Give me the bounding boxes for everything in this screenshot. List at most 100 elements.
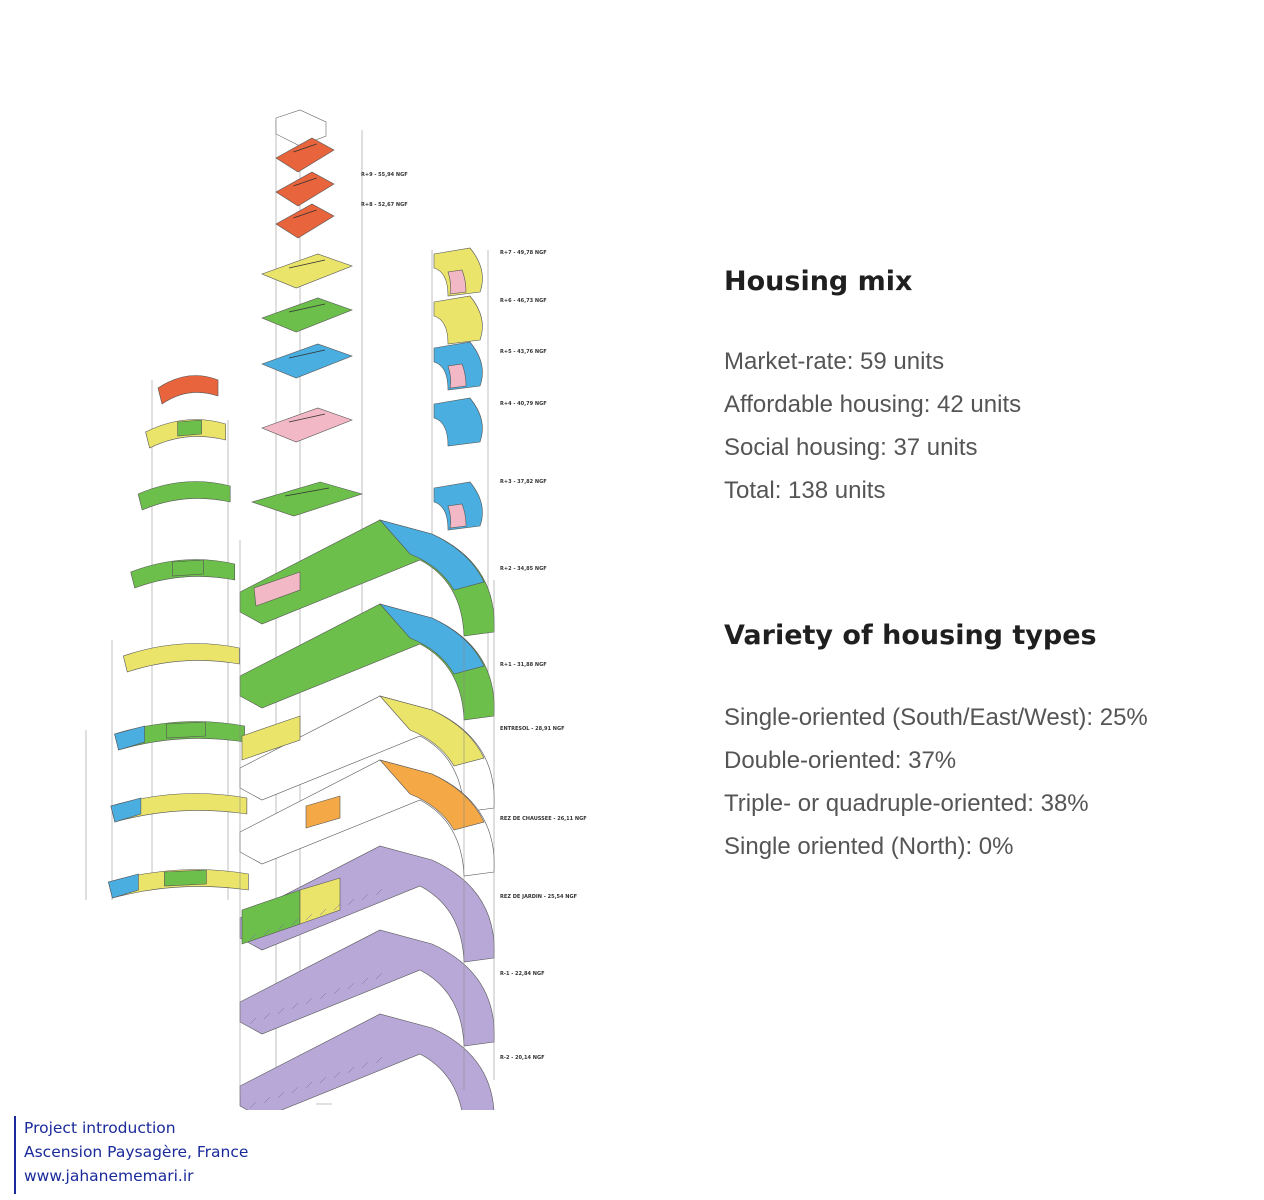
floor-entresol-unit xyxy=(241,715,301,761)
parking-stall-line xyxy=(361,977,369,985)
housing-mix-item: Total: 138 units xyxy=(724,477,886,504)
parking-stall-line xyxy=(361,893,369,901)
housing-types-item: Single oriented (North): 0% xyxy=(724,833,1014,860)
left-tower-slab xyxy=(110,793,248,823)
tower-floor-slab xyxy=(275,171,335,207)
level-label: R+9 - 55,94 NGF xyxy=(361,172,408,178)
tower-floor-slab xyxy=(261,297,353,333)
level-label: R+8 - 52,67 NGF xyxy=(361,202,408,208)
level-label: R+6 - 46,73 NGF xyxy=(500,298,547,304)
left-tower-slab xyxy=(122,643,240,673)
parking-stall-line xyxy=(333,1071,341,1079)
right-tower-unit xyxy=(447,363,467,389)
floor-partition xyxy=(284,487,330,497)
floor-partition xyxy=(293,209,317,219)
parking-stall-line xyxy=(347,982,355,990)
housing-mix-item: Social housing: 37 units xyxy=(724,434,978,461)
level-label: REZ DE CHAUSSEE - 26,11 NGF xyxy=(500,816,587,822)
right-tower-slab xyxy=(433,295,483,345)
left-tower-unit xyxy=(164,869,207,887)
floor-partition xyxy=(288,303,326,313)
floor-partition xyxy=(288,259,326,269)
level-label: R+5 - 43,76 NGF xyxy=(500,349,547,355)
housing-mix-item: Affordable housing: 42 units xyxy=(724,391,1022,418)
level-label: R+3 - 37,82 NGF xyxy=(500,479,547,485)
floor-entresol xyxy=(379,695,485,767)
housing-types-heading: Variety of housing types xyxy=(724,620,1097,651)
parking-stall-line xyxy=(263,1096,271,1104)
parking-stall-line xyxy=(291,1086,299,1094)
level-label: R+2 - 34,85 NGF xyxy=(500,566,547,572)
tower-floor-slab xyxy=(261,253,353,289)
parking-stall-line xyxy=(375,888,383,896)
right-tower-unit xyxy=(447,269,467,295)
floor-partition xyxy=(288,413,326,423)
tower-floor-slab xyxy=(250,481,364,517)
parking-stall-line xyxy=(277,1007,285,1015)
right-tower-unit xyxy=(447,503,467,529)
tower-floor-slab xyxy=(275,203,335,239)
parking-stall-line xyxy=(347,1066,355,1074)
parking-stall-line xyxy=(249,1017,257,1025)
tower-floor-slab xyxy=(275,137,335,173)
tower-roof xyxy=(275,109,327,147)
tower-floor-slab xyxy=(261,343,353,379)
parking-stall-line xyxy=(375,1056,383,1064)
left-tower-slab xyxy=(157,375,219,405)
parking-stall-line xyxy=(319,908,327,916)
parking-stall-line xyxy=(277,1091,285,1099)
tower-floor-slab xyxy=(261,407,353,443)
housing-types-item: Double-oriented: 37% xyxy=(724,747,957,774)
floor-r-2 xyxy=(239,1013,495,1110)
credit-title: Project introduction xyxy=(24,1119,176,1137)
level-label: R+1 - 31,88 NGF xyxy=(500,662,547,668)
housing-types-item: Single-oriented (South/East/West): 25% xyxy=(724,704,1148,731)
left-tower-unit xyxy=(166,721,206,739)
parking-stall-line xyxy=(333,903,341,911)
floor-partition xyxy=(293,143,317,153)
left-tower-unit xyxy=(177,419,202,437)
parking-stall-line xyxy=(291,1002,299,1010)
parking-stall-line xyxy=(333,987,341,995)
left-tower-unit xyxy=(172,559,204,577)
housing-mix-heading: Housing mix xyxy=(724,266,913,297)
left-tower-unit xyxy=(114,725,145,751)
exploded-axonometric-diagram: R+9 - 55,94 NGF R+8 - 52,67 NGF R+7 - 49,7… xyxy=(85,109,587,1110)
parking-stall-line xyxy=(263,1012,271,1020)
left-tower-unit xyxy=(108,873,139,899)
parking-stall-line xyxy=(347,898,355,906)
parking-stall-line xyxy=(249,1101,257,1109)
parking-stall-line xyxy=(249,933,257,941)
floor-partition xyxy=(293,177,317,187)
parking-stall-line xyxy=(305,913,313,921)
parking-stall-line xyxy=(291,918,299,926)
floor-r1 xyxy=(379,603,485,675)
level-label: R+4 - 40,79 NGF xyxy=(500,401,547,407)
parking-stall-line xyxy=(305,1081,313,1089)
parking-stall-line xyxy=(375,972,383,980)
left-tower-slab xyxy=(137,481,231,511)
credit-block: Project introduction Ascension Paysagère… xyxy=(14,1116,248,1194)
parking-stall-line xyxy=(319,992,327,1000)
level-label: ENTRESOL - 28,91 NGF xyxy=(500,726,565,732)
parking-stall-line xyxy=(361,1061,369,1069)
housing-types-item: Triple- or quadruple-oriented: 38% xyxy=(724,790,1089,817)
floor-partition xyxy=(288,349,326,359)
housing-mix-item: Market-rate: 59 units xyxy=(724,348,945,375)
left-tower-unit xyxy=(110,797,142,823)
parking-stall-line xyxy=(319,1076,327,1084)
floor-r2 xyxy=(379,519,485,591)
level-label: R+7 - 49,78 NGF xyxy=(500,250,547,256)
credit-project: Ascension Paysagère, France xyxy=(24,1143,249,1161)
parking-stall-line xyxy=(277,923,285,931)
level-label: REZ DE JARDIN - 25,54 NGF xyxy=(500,894,578,900)
floor-r2-unit xyxy=(253,571,301,607)
credit-website: www.jahanememari.ir xyxy=(24,1167,194,1185)
garden-unit xyxy=(299,877,341,925)
parking-stall-line xyxy=(263,928,271,936)
parking-stall-line xyxy=(305,997,313,1005)
level-label: R-1 - 22,84 NGF xyxy=(500,971,545,977)
level-label: R-2 - 20,14 NGF xyxy=(500,1055,545,1061)
ground-unit xyxy=(305,795,341,829)
floor-rez-de-chaussee xyxy=(379,759,485,831)
